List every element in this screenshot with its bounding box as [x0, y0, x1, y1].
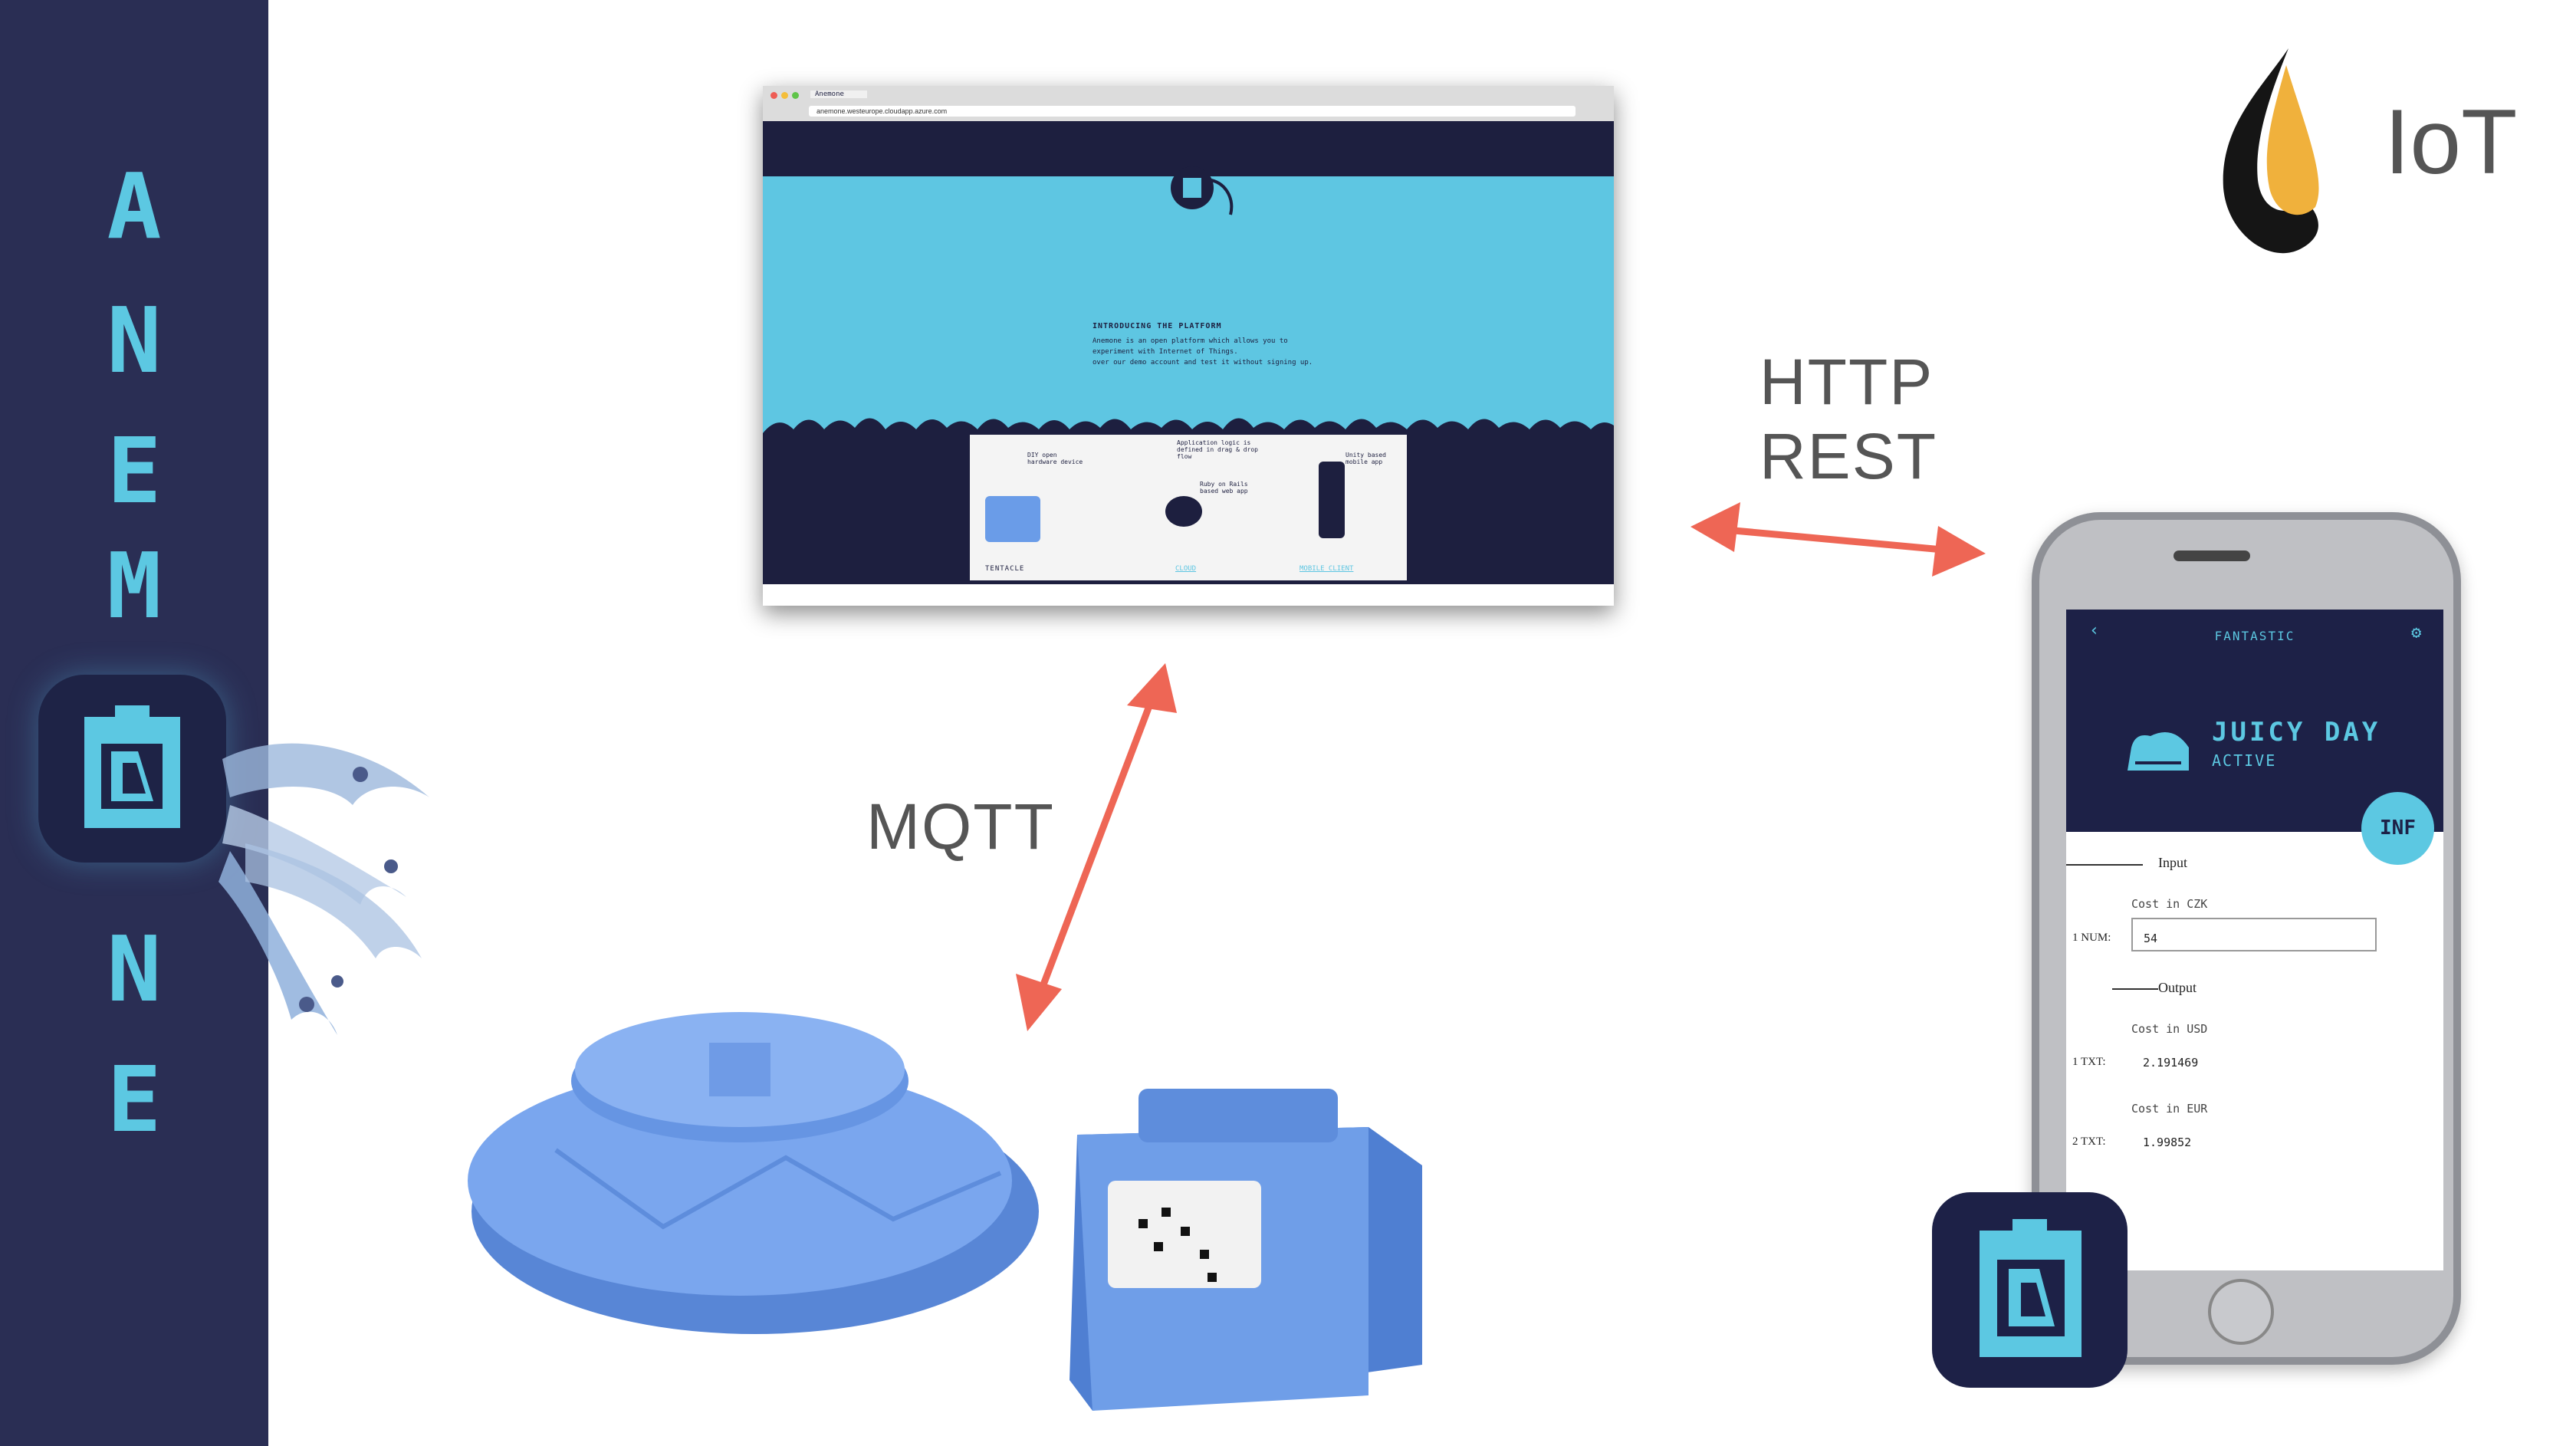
card-text-rails: Ruby on Rails based web app	[1200, 481, 1248, 495]
output1-value: 2.191469	[2143, 1056, 2199, 1070]
brand-letter-a: A	[107, 153, 162, 259]
app-title: FANTASTIC	[2214, 629, 2295, 643]
hero-text-2: experiment with Internet of Things.	[1092, 348, 1238, 356]
home-button[interactable]	[2208, 1279, 2274, 1345]
page-footer-strip	[763, 584, 1614, 606]
tentacle-device-icon	[985, 496, 1040, 542]
app-header: ‹ FANTASTIC ⚙ JUICY DAY ACTIVE	[2066, 610, 2443, 832]
maximize-dot-icon[interactable]	[792, 92, 799, 99]
output2-label: 2 TXT:	[2072, 1135, 2106, 1148]
feature-card: DIY open hardware device Application log…	[970, 435, 1407, 580]
tentacle-decoration	[219, 743, 429, 1035]
hero-heading: INTRODUCING THE PLATFORM	[1092, 322, 1222, 330]
browser-window: Anemone anemone.westeurope.cloudapp.azur…	[763, 86, 1614, 606]
tab-tentacle[interactable]: TENTACLE	[985, 565, 1025, 573]
card-text-unity: Unity based mobile app	[1346, 452, 1386, 465]
device-status: ACTIVE	[2212, 751, 2277, 770]
device-name: JUICY DAY	[2212, 717, 2381, 748]
input-section-title: Input	[2158, 855, 2187, 870]
tab-mobile-client[interactable]: MOBILE CLIENT	[1300, 565, 1354, 573]
mqtt-arrow-line	[1035, 692, 1158, 998]
output-section-title: Output	[2158, 980, 2197, 995]
settings-gear-icon[interactable]: ⚙	[2411, 623, 2422, 642]
cost-czk-input[interactable]: 54	[2131, 918, 2377, 951]
card-text-logic: Application logic is defined in drag & d…	[1177, 439, 1258, 460]
phone-speaker	[2174, 550, 2250, 561]
tentacle-device	[1070, 1089, 1422, 1411]
brand-letter-n2: N	[107, 916, 162, 1022]
output1-caption: Cost in USD	[2131, 1022, 2208, 1036]
mqtt-arrow-head-top	[1127, 663, 1177, 713]
iot-flame-icon	[2223, 48, 2319, 254]
inf-badge[interactable]: INF	[2361, 792, 2434, 865]
output2-value: 1.99852	[2143, 1135, 2192, 1149]
http-arrow-line	[1717, 525, 1952, 554]
mobile-icon	[1319, 462, 1345, 538]
hero-text-3: over our demo account and test it withou…	[1092, 359, 1313, 366]
http-arrow-head-right	[1932, 526, 1986, 577]
close-dot-icon[interactable]	[770, 92, 777, 99]
output2-caption: Cost in EUR	[2131, 1102, 2208, 1116]
iot-logo-text: IoT	[2384, 90, 2518, 193]
mqtt-arrow-head-bottom	[1016, 974, 1062, 1031]
back-arrow-icon[interactable]: ‹	[2089, 621, 2100, 640]
brand-letter-e: E	[107, 418, 162, 524]
input-caption: Cost in CZK	[2131, 897, 2208, 911]
minimize-dot-icon[interactable]	[781, 92, 788, 99]
http-arrow-head-left	[1691, 502, 1740, 552]
input-divider	[2066, 864, 2143, 866]
cloud-icon	[1165, 496, 1202, 527]
http-label-line1: HTTP	[1760, 346, 1934, 418]
browser-chrome: Anemone anemone.westeurope.cloudapp.azur…	[763, 86, 1614, 121]
phone-screen: ‹ FANTASTIC ⚙ JUICY DAY ACTIVE INF Input…	[2066, 610, 2443, 1270]
brand-letter-m: M	[107, 533, 162, 639]
anemone-app-icon	[1980, 1219, 2082, 1357]
address-bar[interactable]: anemone.westeurope.cloudapp.azure.com	[809, 106, 1576, 117]
anemone-logo-badge	[38, 675, 226, 863]
hero-section: INTRODUCING THE PLATFORM Anemone is an o…	[763, 166, 1614, 460]
http-label: HTTP REST	[1760, 345, 1937, 493]
brand-letter-n: N	[107, 288, 162, 393]
hub-device	[468, 1012, 1039, 1334]
hardware-devices	[468, 1012, 1422, 1411]
mqtt-label: MQTT	[866, 790, 1055, 863]
weather-icon	[2128, 732, 2189, 771]
output1-label: 1 TXT:	[2072, 1056, 2106, 1068]
card-text-diy: DIY open hardware device	[1027, 452, 1083, 465]
cost-czk-value: 54	[2144, 932, 2158, 945]
tab-cloud[interactable]: CLOUD	[1175, 565, 1197, 573]
hero-text-1: Anemone is an open platform which allows…	[1092, 337, 1288, 345]
browser-tab[interactable]: Anemone	[810, 90, 867, 98]
output-divider	[2112, 988, 2158, 990]
input-row-label: 1 NUM:	[2072, 932, 2111, 944]
hero-logo-icon	[1171, 166, 1234, 215]
anemone-logo-icon	[84, 705, 180, 828]
brand-letter-e2: E	[107, 1047, 162, 1152]
http-label-line2: REST	[1760, 419, 1938, 492]
app-icon	[1932, 1192, 2128, 1388]
